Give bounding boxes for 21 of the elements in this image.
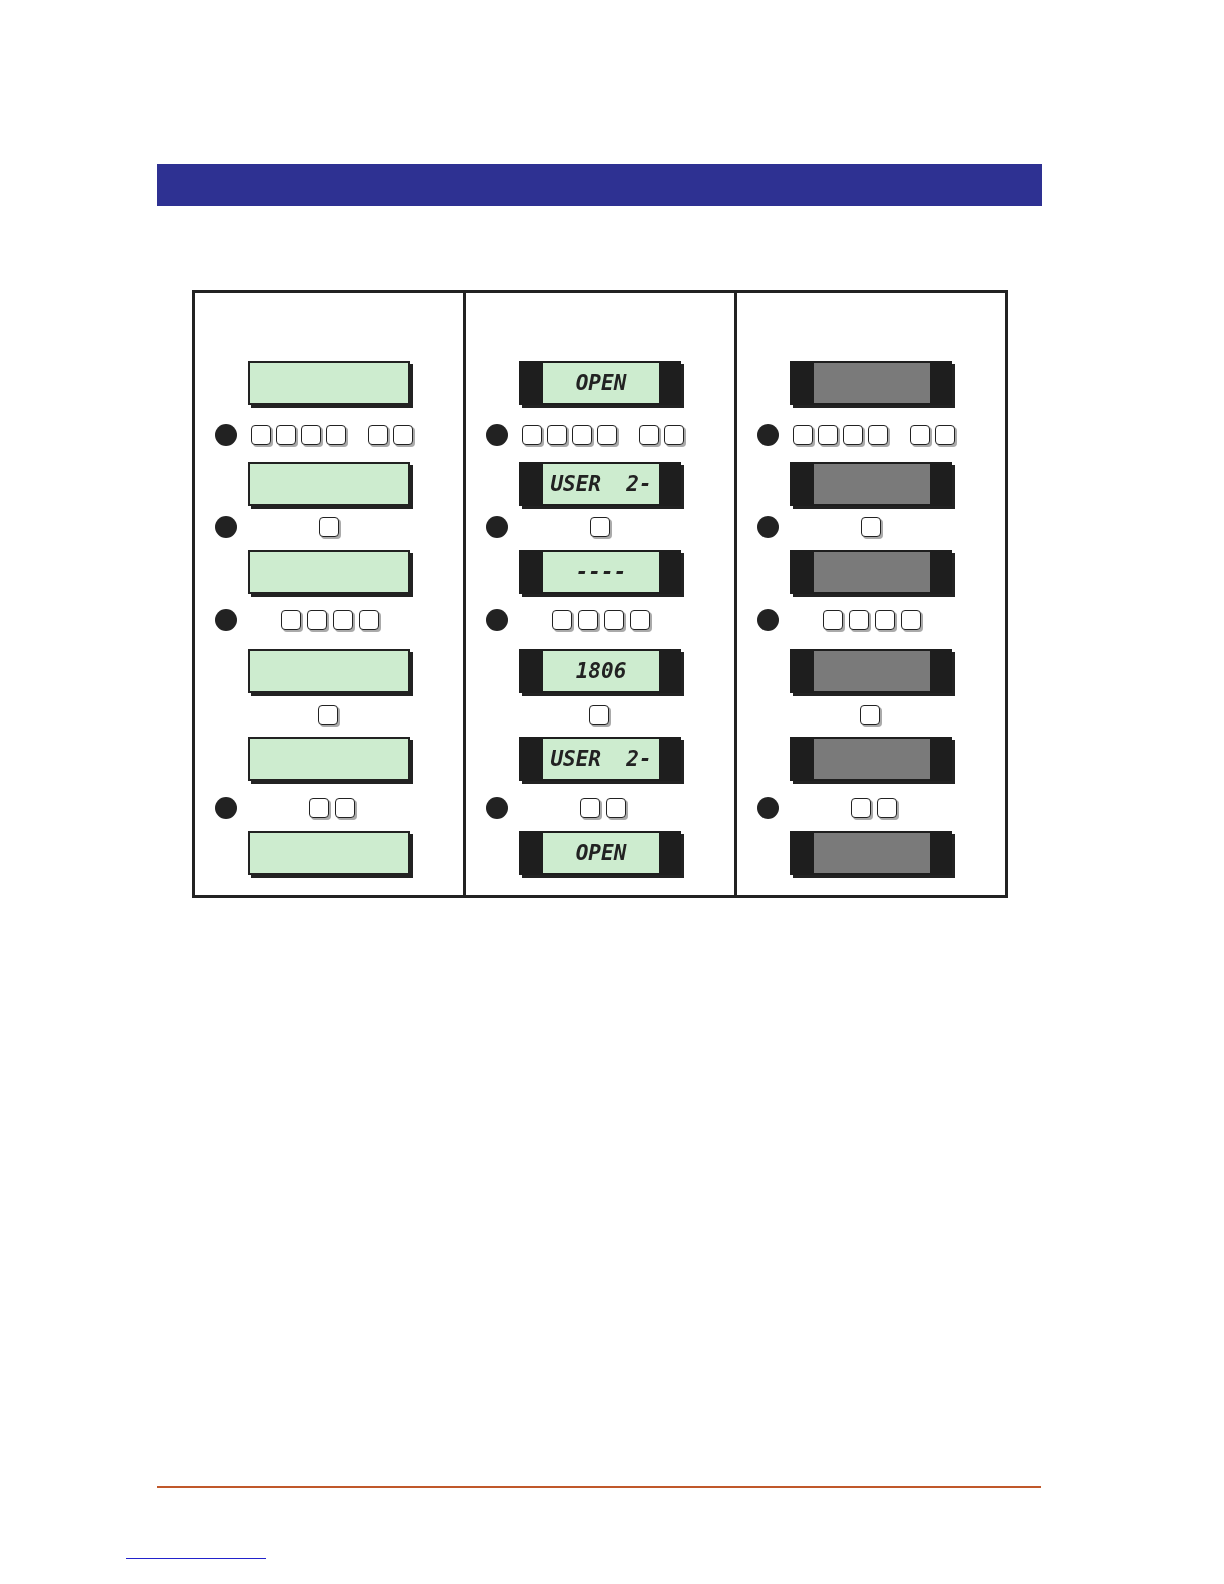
lcd-display (248, 831, 410, 875)
lcd-display (790, 649, 952, 693)
lcd-display: OPEN (519, 831, 681, 875)
table-column (192, 290, 466, 898)
lcd-display (248, 737, 410, 781)
lcd-display: 1806 (519, 649, 681, 693)
lcd-display: USER 2- (519, 462, 681, 506)
lcd-display (790, 462, 952, 506)
lcd-display (248, 361, 410, 405)
lcd-display (790, 361, 952, 405)
lcd-display (790, 737, 952, 781)
lcd-display (248, 649, 410, 693)
lcd-display (790, 550, 952, 594)
lcd-display (248, 462, 410, 506)
lcd-display: ---- (519, 550, 681, 594)
table-column (463, 290, 737, 898)
lcd-display: USER 2- (519, 737, 681, 781)
lcd-display (790, 831, 952, 875)
lcd-display (248, 550, 410, 594)
lcd-display: OPEN (519, 361, 681, 405)
table-column (734, 290, 1008, 898)
